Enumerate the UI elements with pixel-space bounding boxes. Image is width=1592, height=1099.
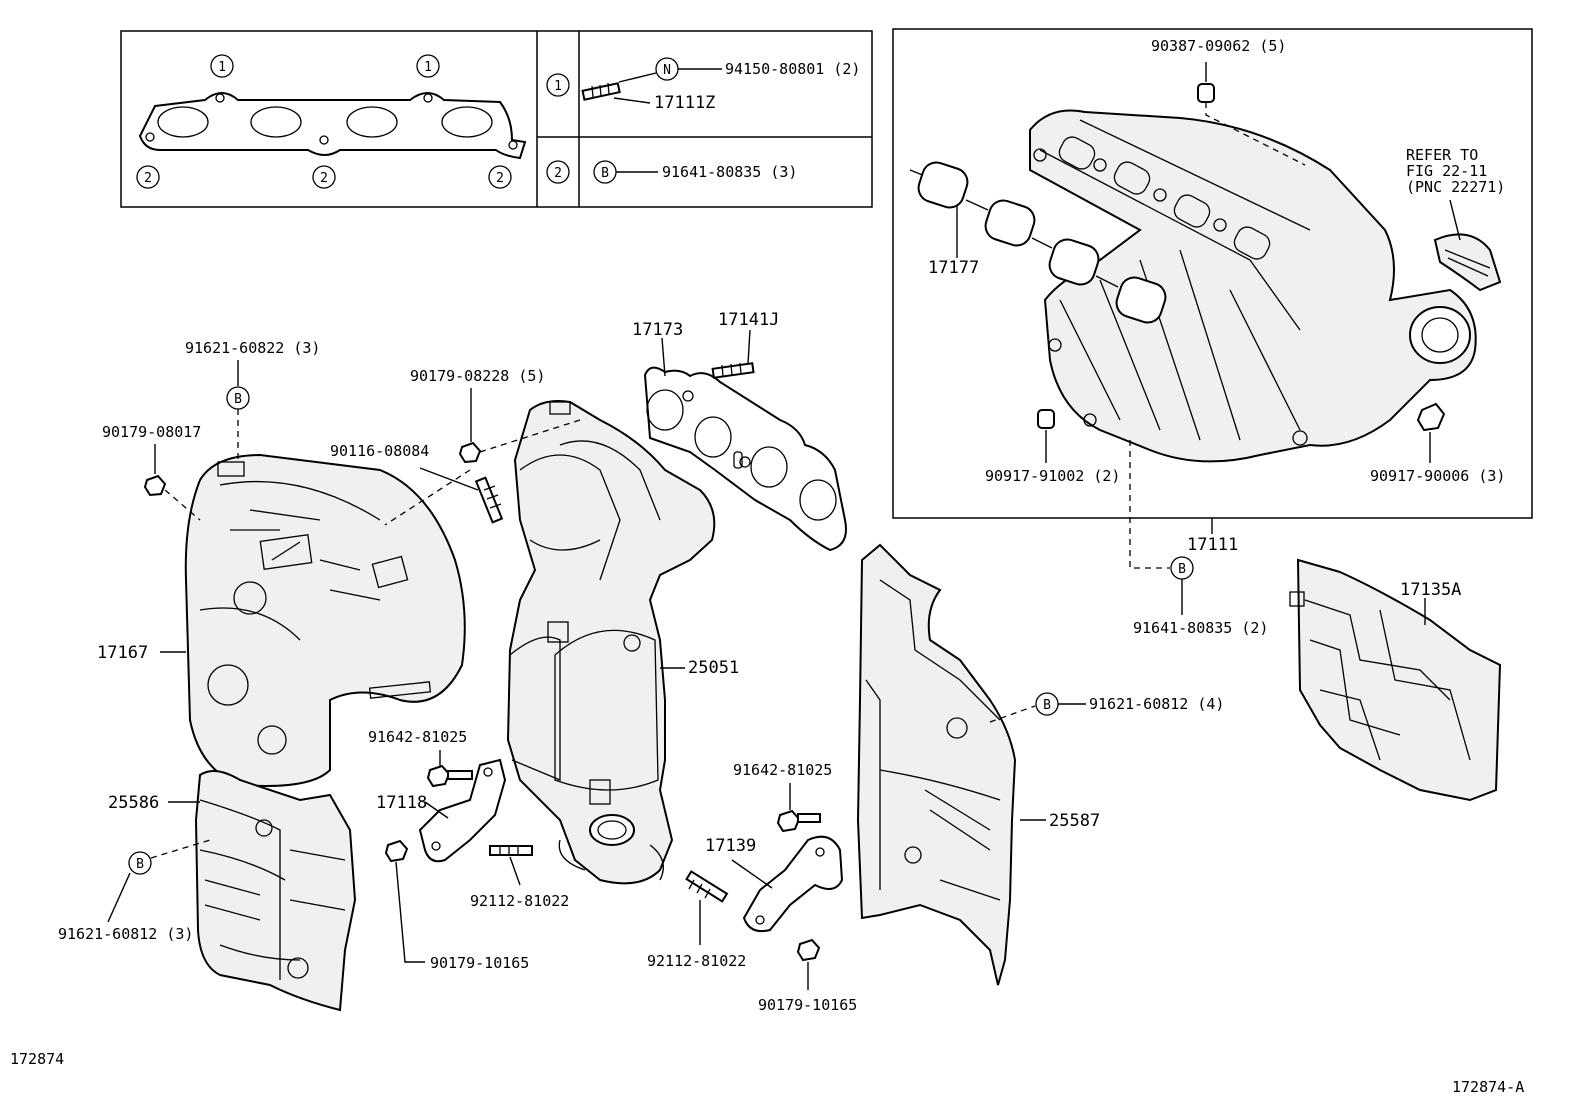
legend-row2-part-no: 91641-80835 (3)	[662, 163, 797, 181]
intake-manifold-drawing	[1029, 109, 1477, 463]
label-90179-10165-b: 90179-10165	[758, 996, 857, 1014]
label-90917-90006: 90917-90006 (3)	[1370, 467, 1505, 485]
legend-row1-marker: N	[663, 63, 671, 78]
throttle-gasket-drawing	[1433, 233, 1502, 292]
label-90179-08228: 90179-08228 (5)	[410, 367, 545, 385]
legend-row1-stud: 17111Z	[654, 93, 715, 113]
stud-90116-08084	[474, 476, 504, 524]
exhaust-manifold-25051-drawing	[506, 400, 716, 885]
label-refer-to: REFER TO	[1406, 146, 1478, 164]
insulator-25586-drawing	[194, 770, 357, 1012]
label-91621-60822: 91621-60822 (3)	[185, 339, 320, 357]
label-92112-81022-b: 92112-81022	[647, 952, 746, 970]
nut-90179-08017	[143, 474, 167, 497]
label-90179-08017: 90179-08017	[102, 423, 201, 441]
label-92112-81022-a: 92112-81022	[470, 892, 569, 910]
legend-row2-key: 2	[554, 166, 562, 181]
marker-b-25586: B	[136, 857, 144, 872]
ref-number-left: 172874	[10, 1050, 64, 1068]
label-refer-pnc: (PNC 22271)	[1406, 178, 1505, 196]
exhaust-gasket-drawing	[138, 92, 527, 160]
ref-number-right: 172874-A	[1452, 1078, 1524, 1096]
marker-b-25587: B	[1043, 698, 1051, 713]
label-17118: 17118	[376, 793, 427, 813]
legend-row2-marker: B	[601, 166, 609, 181]
gasket-marker-2a: 2	[144, 171, 152, 186]
label-17173: 17173	[632, 320, 683, 340]
marker-b-17111: B	[1178, 562, 1186, 577]
label-90116-08084: 90116-08084	[330, 442, 429, 460]
insert-90387	[1197, 83, 1215, 103]
gasket-marker-2b: 2	[320, 171, 328, 186]
legend-box: 1 1 2 2 2 1 N 94150-80801 (2) 17111Z 2 B…	[120, 30, 873, 208]
gasket-marker-1b: 1	[424, 60, 432, 75]
label-90179-10165-a: 90179-10165	[430, 954, 529, 972]
intake-manifold-box: 90387-09062 (5) REFER TO FIG 22-11 (PNC …	[892, 28, 1533, 519]
nut-90179-10165-a	[384, 839, 409, 863]
stud-icon	[581, 82, 621, 101]
nut-90179-08228	[458, 441, 482, 464]
exhaust-gasket-17173-drawing	[643, 366, 847, 552]
label-refer-fig: FIG 22-11	[1406, 162, 1487, 180]
label-17167: 17167	[97, 643, 148, 663]
legend-row1-part-no: 94150-80801 (2)	[725, 60, 860, 78]
label-25051: 25051	[688, 658, 739, 678]
bracket-17139-drawing	[742, 835, 844, 933]
bolt-91642-81025-a	[426, 764, 473, 788]
label-91642-81025-b: 91642-81025	[733, 761, 832, 779]
bracket-17118-drawing	[418, 758, 507, 863]
label-17177: 17177	[928, 258, 979, 278]
nut-90179-10165-b	[796, 938, 821, 962]
insulator-17167-drawing	[184, 453, 466, 787]
stud-92112-81022-a	[489, 845, 533, 856]
intake-gasket-drawing	[909, 161, 1167, 324]
insulator-17135a-drawing	[1289, 558, 1502, 802]
stud-17141j	[711, 362, 755, 379]
label-17135a: 17135A	[1400, 580, 1461, 600]
label-90917-91002: 90917-91002 (2)	[985, 467, 1120, 485]
label-91621-60812-3: 91621-60812 (3)	[58, 925, 193, 943]
stud-92112-81022-b	[685, 870, 729, 903]
label-90387-09062: 90387-09062 (5)	[1151, 37, 1286, 55]
gasket-marker-2c: 2	[496, 171, 504, 186]
label-91621-60812-4: 91621-60812 (4)	[1089, 695, 1224, 713]
bolt-91642-81025-b	[776, 809, 821, 833]
label-91641-80835-2: 91641-80835 (2)	[1133, 619, 1268, 637]
legend-row1-key: 1	[554, 79, 562, 94]
nut-90917-90006	[1416, 402, 1446, 432]
label-17111: 17111	[1187, 535, 1238, 555]
label-25587: 25587	[1049, 811, 1100, 831]
marker-b-top: B	[234, 392, 242, 407]
label-91642-81025-a: 91642-81025	[368, 728, 467, 746]
nut-90917-91002	[1037, 409, 1055, 429]
gasket-marker-1a: 1	[218, 60, 226, 75]
label-17141j: 17141J	[718, 310, 779, 330]
insulator-25587-drawing	[856, 543, 1017, 986]
label-25586: 25586	[108, 793, 159, 813]
label-17139: 17139	[705, 836, 756, 856]
